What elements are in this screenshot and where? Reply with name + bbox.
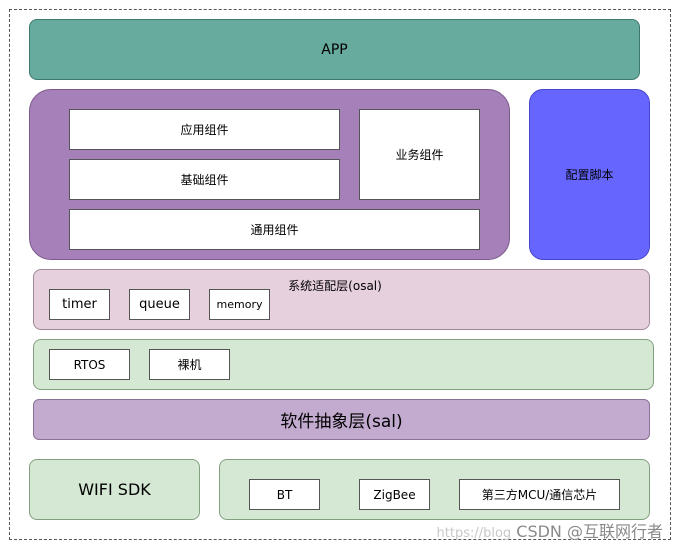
watermark-text: CSDN @互联网行者	[516, 522, 663, 541]
app-layer: APP	[29, 19, 640, 80]
osal-layer-title: 系统适配层(osal)	[288, 278, 382, 293]
wifi-sdk-label: WIFI SDK	[78, 480, 151, 499]
app-layer-label: APP	[321, 41, 348, 58]
kernel-layer	[33, 339, 654, 390]
kernel-item-rtos: RTOS	[49, 349, 130, 380]
comm-item-third-party-mcu: 第三方MCU/通信芯片	[459, 479, 620, 510]
comm-item-bt: BT	[249, 479, 320, 510]
base-components-box: 基础组件	[69, 159, 340, 200]
app-components-box: 应用组件	[69, 109, 340, 150]
kernel-item-baremetal: 裸机	[149, 349, 230, 380]
business-components-label: 业务组件	[395, 148, 444, 162]
app-components-label: 应用组件	[180, 123, 229, 137]
sal-layer: 软件抽象层(sal)	[33, 399, 650, 440]
sal-layer-label: 软件抽象层(sal)	[280, 412, 403, 432]
general-components-box: 通用组件	[69, 209, 480, 250]
base-components-label: 基础组件	[180, 173, 229, 187]
watermark-url: https://blog	[436, 526, 512, 541]
config-script-label: 配置脚本	[565, 168, 614, 182]
general-components-label: 通用组件	[250, 223, 299, 237]
business-components-box: 业务组件	[359, 109, 480, 200]
osal-item-queue: queue	[129, 289, 190, 320]
osal-item-memory: memory	[209, 289, 270, 320]
osal-item-timer: timer	[49, 289, 110, 320]
diagram-frame	[9, 9, 671, 540]
watermark: https://blog CSDN @互联网行者	[437, 518, 663, 542]
wifi-sdk-box: WIFI SDK	[29, 459, 200, 520]
comm-item-zigbee: ZigBee	[359, 479, 430, 510]
config-script-box: 配置脚本	[529, 89, 650, 260]
